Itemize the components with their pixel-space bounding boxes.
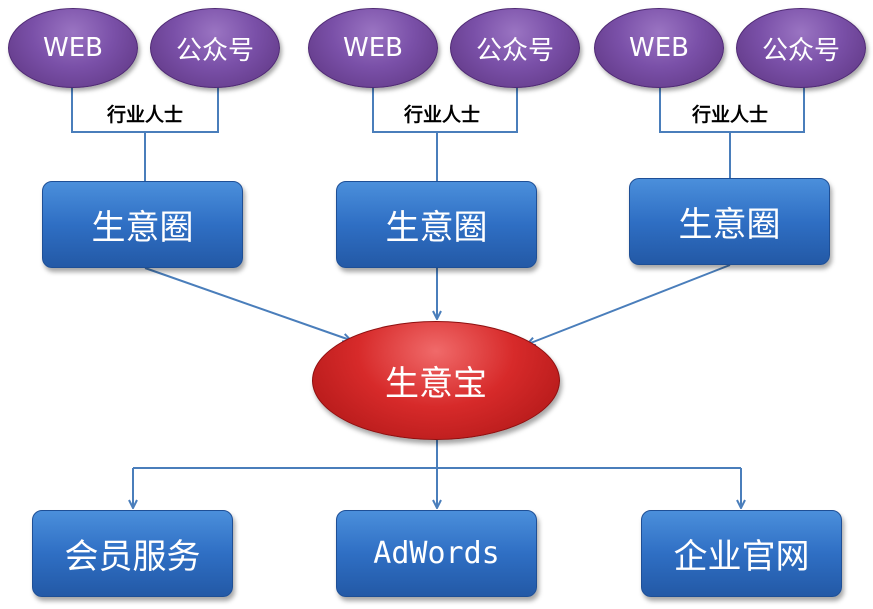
- arrow-right: [528, 264, 731, 344]
- industry-label: 行业人士: [106, 104, 183, 126]
- industry-label: 行业人士: [691, 104, 768, 126]
- web-node: WEB: [594, 8, 724, 88]
- business-circle-box: 生意圈: [629, 178, 830, 265]
- business-circle-box: 生意圈: [336, 181, 537, 268]
- adwords-box: AdWords: [336, 510, 537, 597]
- web-node: WEB: [8, 8, 138, 88]
- company-website-box: 企业官网: [641, 510, 842, 597]
- bracket-3: [659, 80, 805, 133]
- business-circle-box: 生意圈: [42, 181, 243, 268]
- industry-label: 行业人士: [403, 104, 480, 126]
- arrow-left: [144, 267, 350, 340]
- wechat-node: 公众号: [736, 8, 866, 88]
- bracket-2: [372, 80, 518, 133]
- business-treasure-node: 生意宝: [312, 321, 560, 440]
- member-services-box: 会员服务: [32, 510, 233, 597]
- wechat-node: 公众号: [150, 8, 280, 88]
- wechat-node: 公众号: [450, 8, 580, 88]
- web-node: WEB: [308, 8, 438, 88]
